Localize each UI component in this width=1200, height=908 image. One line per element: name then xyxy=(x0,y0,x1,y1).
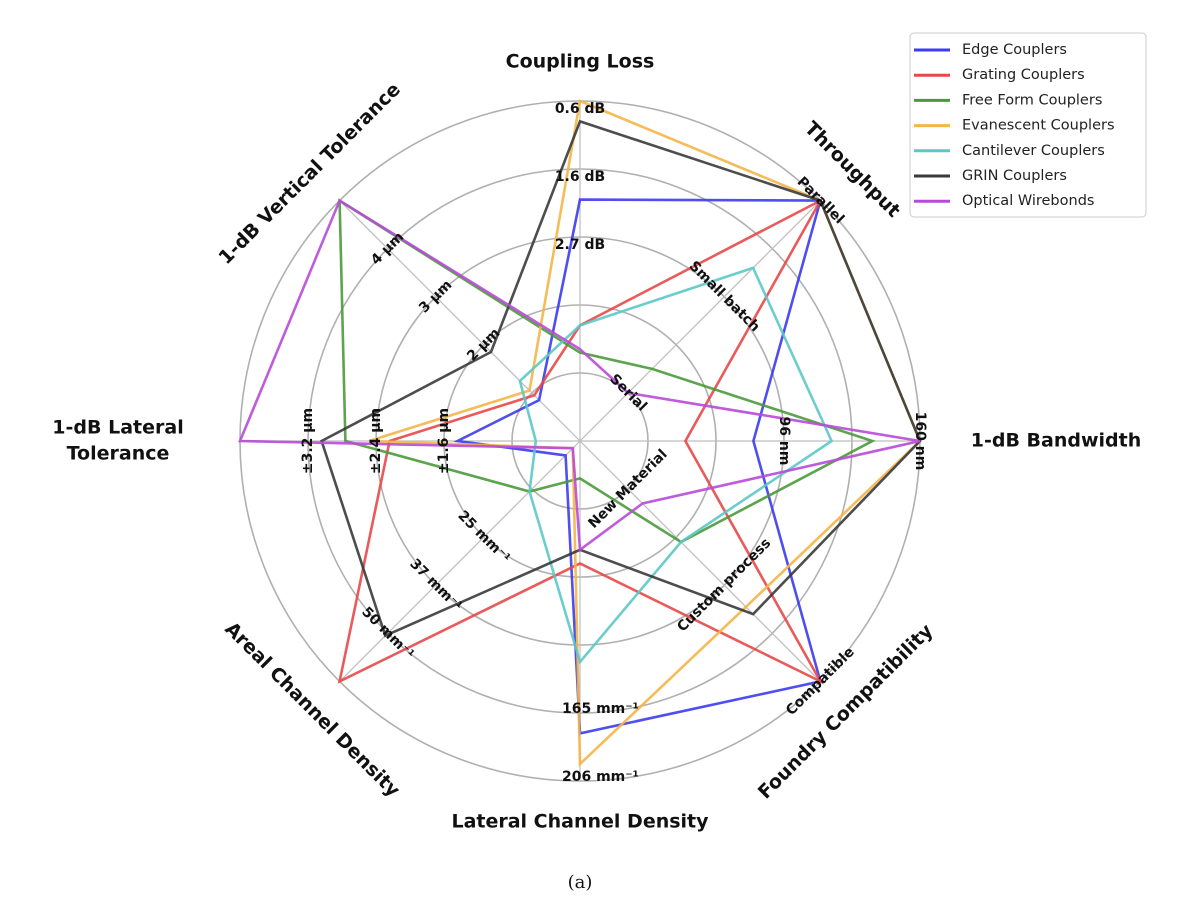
series-line-optical-wirebonds xyxy=(238,198,921,553)
tick-label: 1.6 dB xyxy=(555,169,605,185)
legend-entry: Evanescent Couplers xyxy=(962,118,1115,134)
tick-label: 206 mm⁻¹ xyxy=(562,769,639,785)
axis-spoke xyxy=(579,200,821,442)
axis-label-line: Tolerance xyxy=(67,443,170,465)
series-line-cantilever-couplers xyxy=(518,266,834,665)
legend-entry: Grating Couplers xyxy=(962,67,1085,83)
figure-caption: (a) xyxy=(568,872,593,893)
legend-entry: GRIN Couplers xyxy=(962,168,1067,184)
legend-entry: Cantilever Couplers xyxy=(962,143,1105,159)
tick-label: 2.7 dB xyxy=(555,237,605,253)
axis-label-line: 1-dB Lateral xyxy=(52,417,183,439)
legend-box xyxy=(909,32,1147,218)
series-line-grating-couplers xyxy=(337,197,824,685)
axis-label: Areal Channel Density xyxy=(221,618,405,802)
legend-entry: Edge Couplers xyxy=(962,42,1067,58)
axis-spoke xyxy=(339,200,581,442)
tick-label: ±3.2 μm xyxy=(300,408,316,474)
tick-label: 160 nm xyxy=(912,412,928,471)
axis-spoke xyxy=(579,440,821,682)
legend-entry: Free Form Couplers xyxy=(962,92,1102,108)
tick-label: ±2.4 μm xyxy=(368,408,384,474)
series-line-free-form-couplers xyxy=(338,198,876,544)
axis-label: Lateral Channel Density xyxy=(451,811,709,833)
legend-entry: Optical Wirebonds xyxy=(962,193,1094,209)
axis-label: Coupling Loss xyxy=(506,51,655,73)
tick-label: 165 mm⁻¹ xyxy=(562,701,639,717)
axis-spoke xyxy=(339,440,581,682)
tick-label: 0.6 dB xyxy=(555,101,605,117)
axis-label: 1-dB Bandwidth xyxy=(971,430,1142,452)
series-lines xyxy=(238,99,922,767)
axis-label: 1-dB Vertical Tolerance xyxy=(214,78,404,268)
tick-label: 96 nm xyxy=(776,417,792,466)
tick-label: ±1.6 μm xyxy=(436,408,452,474)
